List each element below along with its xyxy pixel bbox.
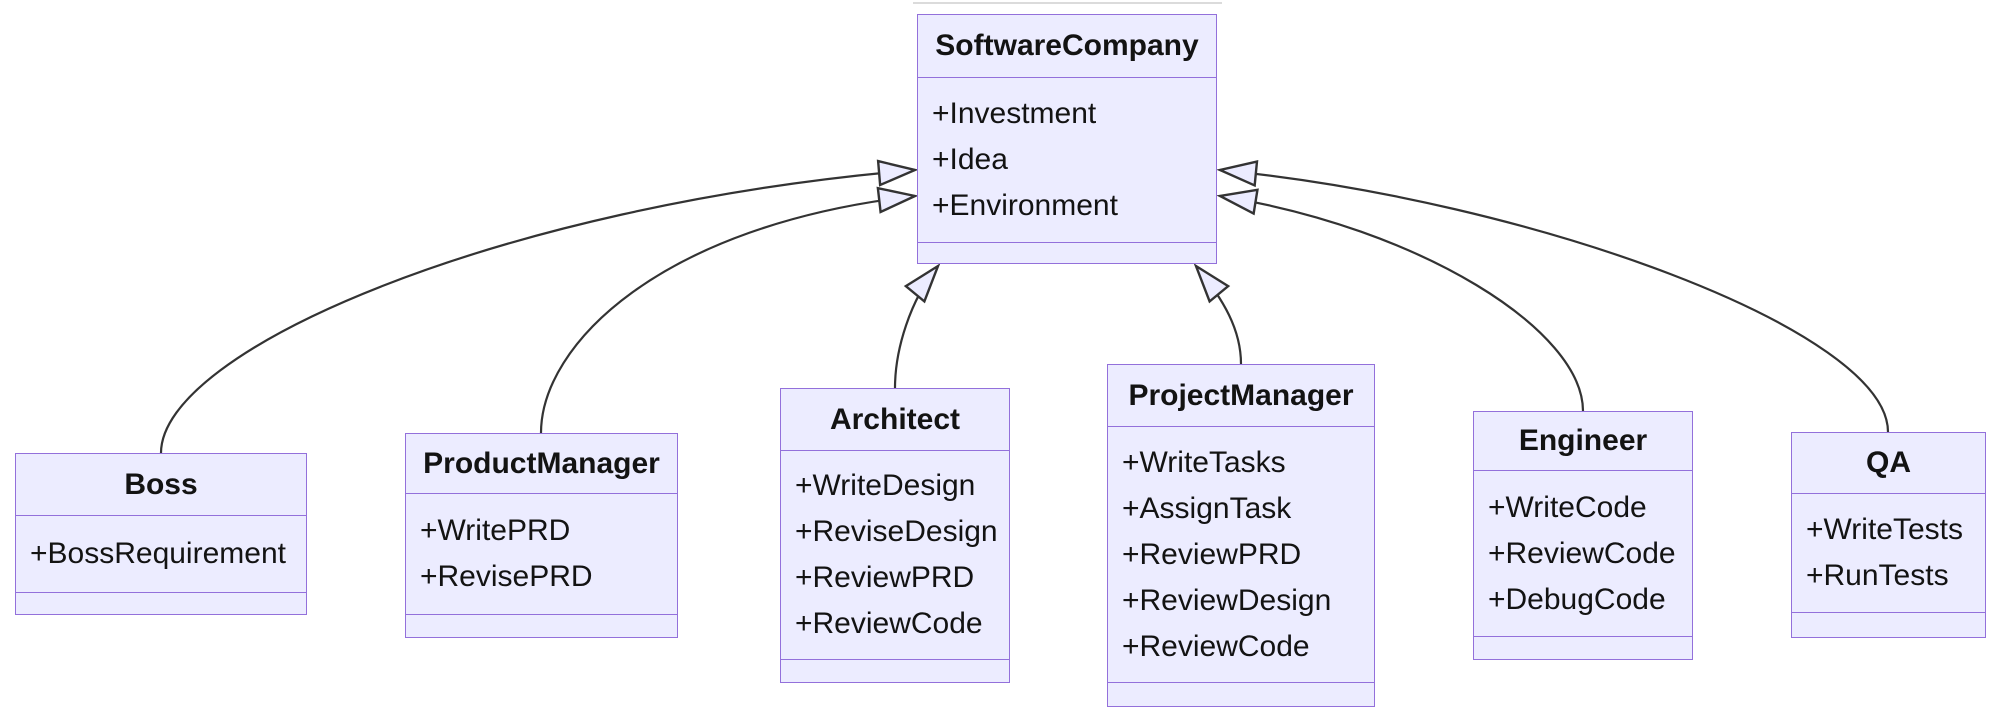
class-node-qa: QA +WriteTests +RunTests bbox=[1791, 432, 1986, 638]
class-attributes: +WriteDesign +ReviseDesign +ReviewPRD +R… bbox=[781, 451, 1009, 659]
class-title: Architect bbox=[781, 389, 1009, 451]
edge-projectmanager-to-softwarecompany bbox=[1193, 263, 1243, 365]
class-attribute: +Idea bbox=[932, 143, 1008, 176]
class-attribute: +RevisePRD bbox=[420, 560, 593, 593]
class-node-softwarecompany: SoftwareCompany +Investment +Idea +Envir… bbox=[917, 14, 1217, 264]
class-attribute: +ReviewCode bbox=[1122, 629, 1310, 663]
class-methods-empty bbox=[406, 614, 677, 637]
class-node-engineer: Engineer +WriteCode +ReviewCode +DebugCo… bbox=[1473, 411, 1693, 660]
class-attributes: +WriteCode +ReviewCode +DebugCode bbox=[1474, 471, 1692, 636]
edge-architect-to-softwarecompany bbox=[893, 263, 941, 389]
class-attribute: +WriteTasks bbox=[1122, 445, 1286, 479]
class-node-projectmanager: ProjectManager +WriteTasks +AssignTask +… bbox=[1107, 364, 1375, 707]
class-methods-empty bbox=[781, 659, 1009, 682]
class-attribute: +WriteCode bbox=[1488, 490, 1647, 524]
edge-boss-to-softwarecompany bbox=[159, 159, 919, 454]
class-methods-empty bbox=[918, 242, 1216, 263]
class-attribute: +ReviewCode bbox=[1488, 536, 1676, 570]
class-attribute: +WriteDesign bbox=[795, 469, 976, 502]
class-attributes: +WriteTasks +AssignTask +ReviewPRD +Revi… bbox=[1108, 427, 1374, 682]
class-attribute: +WriteTests bbox=[1806, 513, 1963, 546]
class-attributes: +BossRequirement bbox=[16, 516, 306, 592]
class-title: Engineer bbox=[1474, 412, 1692, 471]
class-title: ProjectManager bbox=[1108, 365, 1374, 427]
edge-engineer-to-softwarecompany bbox=[1216, 188, 1585, 412]
edge-qa-to-softwarecompany bbox=[1216, 159, 1890, 433]
class-title: Boss bbox=[16, 454, 306, 516]
class-attribute: +ReviewPRD bbox=[795, 561, 975, 594]
class-attribute: +BossRequirement bbox=[30, 537, 286, 570]
class-attribute: +ReviewPRD bbox=[1122, 537, 1302, 571]
class-attribute: +WritePRD bbox=[420, 514, 571, 547]
class-attributes: +Investment +Idea +Environment bbox=[918, 78, 1216, 242]
class-attribute: +ReviseDesign bbox=[795, 515, 998, 548]
class-node-productmanager: ProductManager +WritePRD +RevisePRD bbox=[405, 433, 678, 638]
class-attribute: +ReviewCode bbox=[795, 607, 983, 640]
class-title: SoftwareCompany bbox=[918, 15, 1216, 78]
class-methods-empty bbox=[16, 592, 306, 614]
class-node-boss: Boss +BossRequirement bbox=[15, 453, 307, 615]
class-attribute: +DebugCode bbox=[1488, 582, 1666, 616]
class-title: ProductManager bbox=[406, 434, 677, 494]
class-attribute: +RunTests bbox=[1806, 559, 1949, 592]
class-node-architect: Architect +WriteDesign +ReviseDesign +Re… bbox=[780, 388, 1010, 683]
class-attribute: +Investment bbox=[932, 97, 1097, 130]
class-attribute: +Environment bbox=[932, 189, 1118, 222]
class-methods-empty bbox=[1108, 682, 1374, 706]
edge-productmanager-to-softwarecompany bbox=[539, 186, 919, 434]
class-methods-empty bbox=[1792, 612, 1985, 637]
class-title: QA bbox=[1792, 433, 1985, 494]
class-attribute: +ReviewDesign bbox=[1122, 583, 1332, 617]
class-attribute: +AssignTask bbox=[1122, 491, 1292, 525]
class-attributes: +WritePRD +RevisePRD bbox=[406, 494, 677, 614]
class-attributes: +WriteTests +RunTests bbox=[1792, 494, 1985, 612]
class-methods-empty bbox=[1474, 636, 1692, 659]
